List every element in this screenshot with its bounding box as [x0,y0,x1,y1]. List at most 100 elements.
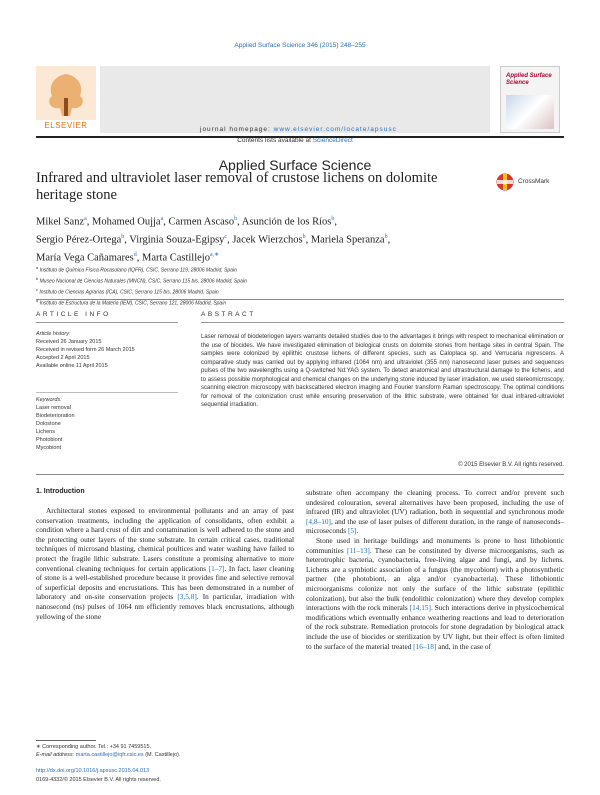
body-column-left: Architectural stones exposed to environm… [36,506,294,621]
journal-header: Contents lists available at ScienceDirec… [100,66,490,173]
affiliation: c Instituto de Ciencias Agrarias (ICA), … [36,286,556,297]
citation-link[interactable]: [11–13] [346,545,370,555]
history-item: Received 26 January 2015 [36,339,102,345]
affiliations: a Instituto de Química Física Rocasolano… [36,264,556,309]
citation-link[interactable]: [3,5,8] [177,592,197,602]
journal-homepage: journal homepage: www.elsevier.com/locat… [200,126,590,133]
abstract-divider [201,322,564,323]
footnote-divider [36,740,96,741]
author[interactable]: Mohamed Oujja [92,216,161,228]
citation-link[interactable]: [16–18] [413,641,437,651]
article-history: Article history: Received 26 January 201… [36,330,178,370]
email-suffix: (M. Castillejo). [143,751,181,758]
paragraph: Stone used in heritage buildings and mon… [306,536,564,651]
body-text: substrate often accompany the cleaning p… [306,488,564,517]
author-sup: c [224,234,228,240]
affiliation-sup: b [36,276,39,282]
keyword: Photobiont [36,437,63,443]
body-text: . Such interactions derive in physicoche… [306,603,564,651]
body-text: . [356,526,359,536]
email-link[interactable]: marta.castillejo@iqfr.csic.es [75,751,144,758]
section-divider [36,299,564,300]
email-label: E-mail address: [36,751,76,758]
author[interactable]: Mariela Speranza [310,234,385,246]
cover-title: Applied Surface Science [506,73,552,86]
affiliation: b Museo Nacional de Ciencias Naturales (… [36,275,556,286]
author[interactable]: Marta Castillejo [142,252,210,264]
keyword: Mycobiont [36,445,62,451]
affiliation-sup: c [36,287,38,293]
author[interactable]: Sergio Pérez-Ortega [36,234,122,246]
author[interactable]: Virginia Souza-Egipsy [129,234,225,246]
elsevier-tree-logo [36,66,96,133]
body-text: . These can be constituted by diverse mi… [306,545,564,613]
citation-link[interactable]: [1–7] [208,563,225,573]
abstract-copyright: © 2015 Elsevier B.V. All rights reserved… [458,462,564,468]
introduction-heading: 1. Introduction [36,488,85,495]
affiliation-text: Museo Nacional de Ciencias Naturales (MN… [39,278,247,285]
article-title: Infrared and ultraviolet laser removal o… [36,170,438,203]
body-column-right: substrate often accompany the cleaning p… [306,488,564,651]
paragraph: substrate often accompany the cleaning p… [306,488,564,536]
header-divider [36,136,564,138]
article-info-heading: ARTICLE INFO [36,311,111,318]
keywords: Keywords: Laser removal Biodeterioration… [36,396,178,452]
history-label: Article history: [36,331,71,337]
article-info-divider [36,322,178,323]
author[interactable]: Carmen Ascaso [168,216,235,228]
body-text: . In particular, irradiation with nanose… [36,592,294,621]
body-text: . In fact, laser cleaning of stone is a … [36,563,295,602]
author-sup: b [121,234,125,240]
journal-cover-thumbnail: Applied Surface Science [500,66,560,133]
affiliation-text: Instituto de Estructura de la Materia (I… [39,301,227,308]
publisher-name: ELSEVIER [44,121,88,130]
author-sup: a [160,216,164,222]
author[interactable]: Mikel Sanz [36,216,85,228]
affiliation-text: Instituto de Ciencias Agrarias (ICA), CS… [39,289,219,296]
keywords-divider [36,392,178,393]
author[interactable]: Asunción de los Ríos [241,216,332,228]
author-sup: b [234,216,238,222]
affiliation-text: Instituto de Química Física Rocasolano (… [39,267,237,274]
body-text: Architectural stones exposed to environm… [36,506,294,573]
abstract-heading: ABSTRACT [201,311,256,318]
sciencedirect-link[interactable]: ScienceDirect [312,137,353,144]
keywords-label: Keywords: [36,397,62,403]
keyword: Lichens [36,429,55,435]
author[interactable]: María Vega Cañamares [36,252,134,264]
history-item: Available online 11 April 2015 [36,363,108,369]
author-sup: b [331,216,335,222]
contents-prefix: Contents lists available at [237,137,313,144]
crossmark-icon [496,173,514,191]
history-item: Accepted 2 April 2015 [36,355,90,361]
author-sup: b [302,234,306,240]
affiliation: a Instituto de Química Física Rocasolano… [36,264,556,275]
author[interactable]: Jacek Wierzchos [232,234,303,246]
citation-link[interactable]: [4,8–10] [306,516,331,526]
homepage-prefix: journal homepage: [200,126,274,133]
author-sup: a,∗ [209,252,220,258]
journal-reference[interactable]: Applied Surface Science 346 (2015) 248–2… [234,42,366,49]
citation-link[interactable]: [14,15] [409,603,431,613]
crossmark-label: CrossMark [518,178,550,185]
keyword: Dolostone [36,421,61,427]
author-sup: d [133,252,137,258]
footnotes: ∗ Corresponding author. Tel.: +34 91 745… [36,744,294,759]
body-text: Stone used in heritage buildings and mon… [306,535,564,555]
journal-title: Applied Surface Science [218,157,372,173]
email-note: E-mail address: marta.castillejo@iqfr.cs… [36,752,294,760]
doi-link[interactable]: http://dx.doi.org/10.1016/j.apsusc.2015.… [36,768,150,774]
homepage-link[interactable]: www.elsevier.com/locate/apsusc [273,126,397,133]
author-sup: a [84,216,87,222]
affiliation: d Instituto de Estructura de la Materia … [36,297,556,308]
crossmark-badge[interactable]: CrossMark [496,172,558,192]
body-text: and, in the case of [436,641,491,651]
keyword: Laser removal [36,405,71,411]
citation-link[interactable]: [5] [347,526,357,536]
issn-copyright: 0169-4332/© 2015 Elsevier B.V. All right… [36,777,161,783]
body-divider [36,474,564,475]
author-list: Mikel Sanza, Mohamed Oujjaa, Carmen Asca… [36,216,391,264]
abstract-text: Laser removal of biodeteriogen layers wa… [201,334,564,408]
contents-line: Contents lists available at ScienceDirec… [100,137,490,144]
body-text: , and the use of laser pulses of differe… [306,516,564,536]
